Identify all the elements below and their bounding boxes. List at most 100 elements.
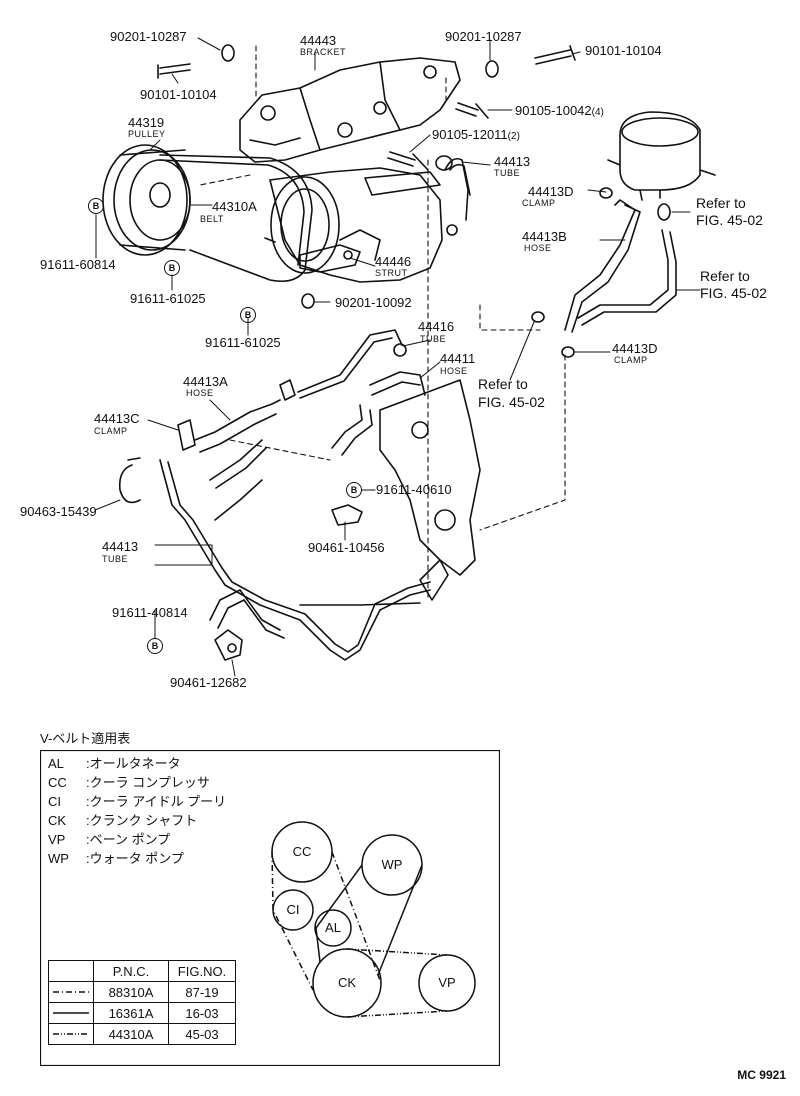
belt-cooler-path: [271, 851, 314, 991]
bolt-b-mark-3: B: [240, 307, 256, 323]
engine-block: [379, 379, 481, 576]
legend-title: V-ベルト適用表: [40, 731, 131, 746]
table-row: 16361A 16-03: [48, 1002, 236, 1024]
refer-to-label-1: Refer to: [696, 195, 746, 211]
part-90201-10287-a: 90201-10287: [110, 29, 187, 44]
belt-pnc-table: P.N.C. FIG.NO. 88310A 87-19 16361A 16-03…: [48, 960, 236, 1045]
clamp-90461-10456: [331, 504, 363, 526]
hose-44411: [331, 371, 426, 456]
legend-item-vp: VP:ベーン ポンプ: [48, 832, 171, 847]
leader-lines: [94, 37, 701, 677]
belt-44310a: [159, 154, 313, 283]
refer-to-fig-3: FIG. 45-02: [478, 394, 545, 410]
tube-44413-bottom: [159, 439, 449, 661]
part-44413-bottom: 44413: [102, 539, 139, 554]
table-row: 88310A 87-19: [48, 981, 236, 1003]
part-44319: 44319: [128, 115, 165, 130]
hose-44413b: [531, 187, 677, 358]
belt-cooler-path-2: [331, 851, 382, 984]
illustration-code: MC 9921: [737, 1068, 786, 1082]
refer-to-fig-1: FIG. 45-02: [696, 212, 763, 228]
v-belt-legend: AL:オールタネータ CC:クーラ コンプレッサ CI:クーラ アイドル プーリ…: [40, 750, 500, 1066]
part-91611-61025-b: 91611-61025: [205, 335, 281, 350]
belt-alt-path: [315, 864, 363, 963]
part-90461-12682: 90461-12682: [170, 675, 247, 690]
part-44413b-type: HOSE: [524, 243, 552, 253]
pulley-44319: [102, 144, 191, 256]
part-91611-40610: 91611-40610: [376, 482, 452, 497]
pulley-ci-circle: [272, 889, 314, 931]
part-44319-type: PULLEY: [128, 129, 166, 139]
part-44413d-top-type: CLAMP: [522, 198, 556, 208]
legend-item-wp: WP:ウォータ ポンプ: [48, 851, 184, 866]
tube-44413-top: [444, 157, 471, 236]
table-header-fig: FIG.NO.: [168, 960, 236, 982]
part-44443-type: BRACKET: [300, 47, 347, 57]
table-cell-fig: 87-19: [168, 981, 236, 1003]
line-style-dash-dot-dot: [48, 1023, 94, 1045]
part-44413c: 44413C: [94, 411, 140, 426]
refer-to-label-2: Refer to: [700, 268, 750, 284]
bolt-b-mark-4: B: [346, 482, 362, 498]
pulley-ck-label: CK: [337, 975, 357, 990]
part-44310a-type: BELT: [200, 214, 224, 224]
part-90101-10104-b: 90101-10104: [585, 43, 662, 58]
part-90105-12011: 90105-12011(2): [432, 127, 520, 143]
table-cell-fig: 45-03: [168, 1023, 236, 1045]
part-44413-top-type: TUBE: [494, 168, 521, 178]
pulley-al-circle: [314, 909, 352, 947]
reservoir: [607, 111, 716, 201]
table-header-row: P.N.C. FIG.NO.: [48, 960, 236, 982]
part-91611-61025-a: 91611-61025: [130, 291, 206, 306]
part-90105-10042: 90105-10042(4): [515, 103, 604, 119]
part-44446-type: STRUT: [375, 268, 408, 278]
part-44416-type: TUBE: [420, 334, 447, 344]
legend-item-cc: CC:クーラ コンプレッサ: [48, 775, 210, 790]
pulley-ci-label: CI: [286, 902, 300, 917]
reference-lines: [199, 45, 566, 601]
legend-item-ci: CI:クーラ アイドル プーリ: [48, 794, 227, 809]
part-90201-10287-b: 90201-10287: [445, 29, 522, 44]
pulley-wp-label: WP: [381, 857, 403, 872]
part-90463-15439: 90463-15439: [20, 504, 97, 519]
part-44413a-type: HOSE: [186, 388, 214, 398]
hose-44413a: [177, 399, 281, 453]
bolt-b-mark-2: B: [164, 260, 180, 276]
refer-to-label-3: Refer to: [478, 376, 528, 392]
part-44413-top: 44413: [494, 154, 531, 169]
belt-pump-path-2: [346, 1010, 448, 1018]
part-44446: 44446: [375, 254, 412, 269]
clamp-90463-15439: [118, 457, 141, 504]
belt-routing-diagram: [271, 821, 476, 1018]
refer-to-fig-2: FIG. 45-02: [700, 285, 767, 301]
part-90201-10092: 90201-10092: [335, 295, 412, 310]
pulley-al-label: AL: [325, 920, 341, 935]
strut-44446: [299, 244, 361, 273]
part-44411: 44411: [440, 351, 476, 366]
table-row: 44310A 45-03: [48, 1023, 236, 1045]
table-cell-pnc: 44310A: [93, 1023, 169, 1045]
legend-frame: [40, 750, 500, 1066]
pulley-cc-label: CC: [292, 844, 312, 859]
belt-pump-path: [346, 948, 448, 956]
part-44413-bottom-type: TUBE: [102, 554, 129, 564]
belt-alt-path-2: [377, 864, 423, 976]
bracket-44443: [239, 57, 461, 163]
bolt-b-mark-5: B: [147, 638, 163, 654]
part-90101-10104-a: 90101-10104: [140, 87, 217, 102]
part-44411-type: HOSE: [440, 366, 468, 376]
part-44413a: 44413A: [183, 374, 228, 389]
part-91611-60814: 91611-60814: [40, 257, 116, 272]
part-44413d-top: 44413D: [528, 184, 574, 199]
part-44443: 44443: [300, 33, 337, 48]
tube-44416: [279, 329, 407, 401]
part-91611-40814: 91611-40814: [112, 605, 188, 620]
part-44416: 44416: [418, 319, 455, 334]
clamp-90461-12682: [214, 629, 243, 661]
bolt-b-mark-1: B: [88, 198, 104, 214]
part-90461-10456: 90461-10456: [308, 540, 385, 555]
part-44310a: 44310A: [212, 199, 257, 214]
part-44413d-bottom: 44413D: [612, 341, 658, 356]
legend-item-ck: CK:クランク シャフト: [48, 813, 198, 828]
